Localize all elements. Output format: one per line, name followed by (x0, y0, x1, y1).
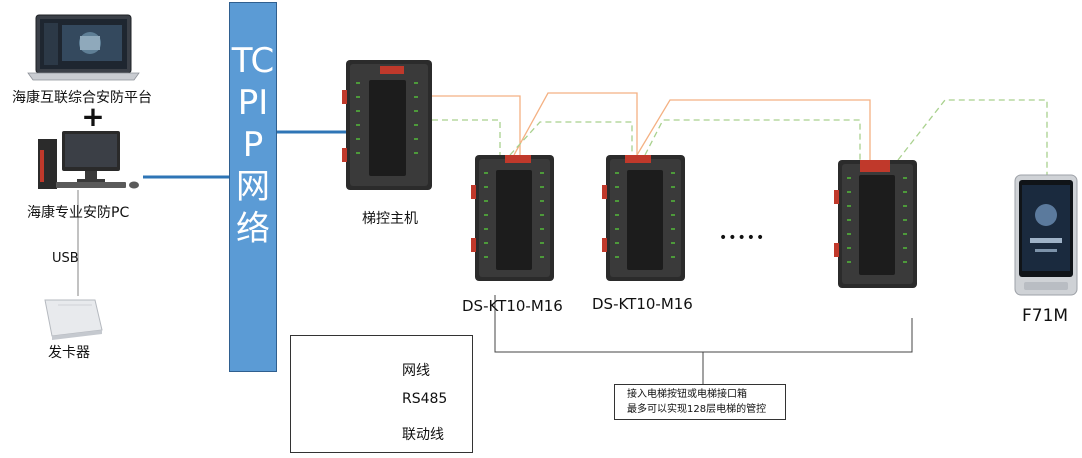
desktop-pc-icon (38, 131, 139, 189)
main-controller-label: 梯控主机 (362, 211, 418, 227)
rs485-lines (432, 99, 1048, 175)
card-reader-label: 发卡器 (48, 345, 90, 361)
face-terminal-device (1014, 174, 1078, 296)
floor-module-1-device (471, 155, 554, 281)
tcpip-network-label: TCPIP网络 (231, 41, 275, 249)
floor-module-2-label: DS-KT10-M16 (592, 295, 693, 313)
note-line-2: 最多可以实现128层电梯的管控 (627, 404, 767, 415)
floor-module-2-device (602, 155, 685, 281)
legend-box (290, 335, 473, 453)
legend-linkage-label: 联动线 (402, 427, 444, 443)
floor-module-1-label: DS-KT10-M16 (462, 297, 563, 315)
note-line-1: 接入电梯按钮或电梯接口箱 (627, 389, 747, 400)
usb-label: USB (52, 251, 79, 266)
floor-module-3-device (834, 160, 917, 288)
linkage-lines (432, 92, 871, 160)
legend-rs485-label: RS485 (402, 391, 448, 407)
terminal-label: F71M (1022, 306, 1069, 326)
legend-network-label: 网线 (402, 363, 430, 379)
plus-sign: + (81, 100, 104, 133)
main-controller-device (342, 60, 432, 190)
pc-label: 海康专业安防PC (27, 205, 130, 221)
tcpip-network-bar (229, 2, 277, 372)
platform-label: 海康互联综合安防平台 (12, 90, 152, 106)
laptop-icon (27, 14, 140, 81)
ellipsis-label: ••••• (719, 230, 766, 246)
note-box: 接入电梯按钮或电梯接口箱 最多可以实现128层电梯的管控 (614, 384, 786, 420)
card-reader-icon (44, 299, 103, 340)
bracket-lines (494, 295, 913, 384)
